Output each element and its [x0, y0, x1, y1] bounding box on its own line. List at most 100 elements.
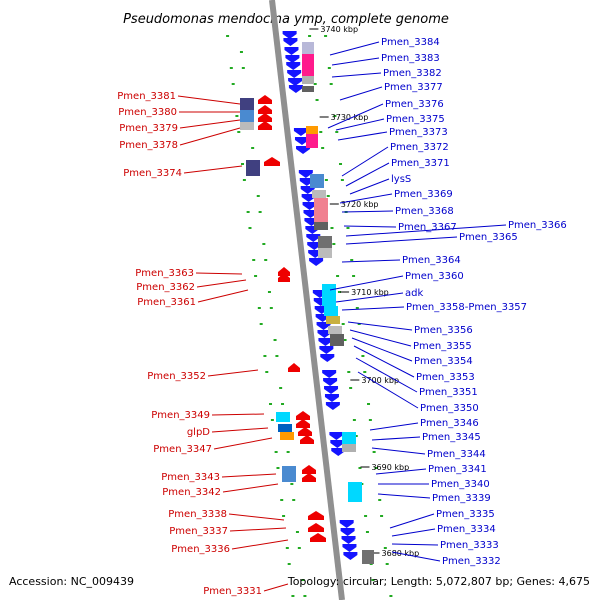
ruler-dot — [262, 243, 266, 245]
ruler-dot — [365, 531, 369, 533]
gene-features — [240, 31, 374, 564]
ruler-dot — [229, 67, 233, 69]
forward-gene-arrow — [285, 55, 300, 63]
reverse-gene-arrow — [264, 157, 280, 166]
ruler-dot — [343, 339, 347, 341]
ruler-dot — [280, 499, 284, 501]
protein-domain-block — [318, 236, 332, 248]
ruler-dot — [254, 275, 258, 277]
forward-gene-arrow — [302, 202, 317, 210]
ruler-dot — [340, 179, 344, 181]
forward-label-leader — [335, 292, 404, 303]
forward-gene-arrow — [298, 170, 313, 178]
forward-gene-label: Pmen_3354 — [414, 356, 473, 367]
reverse-gene-arrow — [258, 95, 272, 104]
forward-gene-label: Pmen_3339 — [432, 493, 491, 504]
forward-label-leader — [347, 321, 413, 331]
reverse-gene-arrow — [302, 465, 316, 474]
reverse-gene-arrow — [258, 105, 272, 114]
ruler-dot — [269, 403, 273, 405]
ruler-dot — [235, 115, 239, 117]
forward-label-leader — [391, 551, 441, 562]
reverse-gene-label: Pmen_3336 — [171, 544, 230, 555]
ruler-dot — [285, 547, 289, 549]
ruler-dot — [335, 131, 339, 133]
forward-gene-label: Pmen_3350 — [420, 403, 479, 414]
forward-gene-arrow — [287, 70, 302, 78]
forward-gene-label: Pmen_3333 — [440, 540, 499, 551]
forward-label-leader — [341, 306, 405, 311]
ruler-dot — [352, 275, 356, 277]
protein-domain-block — [342, 432, 356, 444]
forward-gene-label: Pmen_3334 — [437, 524, 496, 535]
forward-label-leader — [371, 447, 426, 455]
protein-domain-block — [280, 432, 294, 440]
forward-gene-label: Pmen_3360 — [405, 271, 464, 282]
reverse-gene-arrow — [308, 511, 324, 520]
forward-gene-label: Pmen_3340 — [431, 479, 490, 490]
forward-gene-arrow — [318, 338, 333, 346]
forward-label-leader — [391, 528, 436, 537]
ruler-dot — [357, 323, 361, 325]
forward-gene-label: Pmen_3344 — [427, 449, 486, 460]
ruler-dot — [263, 355, 267, 357]
forward-gene-arrow — [325, 402, 340, 410]
ruler-dot — [352, 419, 356, 421]
reverse-gene-arrow — [298, 427, 312, 436]
protein-domain-block — [306, 134, 318, 148]
forward-label-leader — [339, 193, 393, 204]
reverse-gene-arrow — [308, 523, 324, 532]
forward-label-leader — [349, 178, 390, 195]
forward-gene-label: Pmen_3364 — [402, 255, 461, 266]
ruler-dot — [276, 467, 280, 469]
ruler-dot — [358, 467, 362, 469]
ruler-dot — [287, 563, 291, 565]
ruler-dot — [378, 499, 382, 501]
forward-label-leader — [357, 371, 419, 409]
forward-gene-label: Pmen_3371 — [391, 158, 450, 169]
ruler-dot — [239, 51, 243, 53]
reverse-label-leader — [229, 527, 287, 532]
reverse-gene-arrow — [258, 113, 272, 122]
reverse-gene-arrow — [300, 435, 314, 444]
forward-label-leader — [329, 275, 404, 291]
protein-domain-block — [322, 284, 336, 306]
forward-label-leader — [349, 329, 412, 347]
forward-gene-arrow — [284, 47, 299, 55]
ruler-dot — [339, 163, 343, 165]
protein-domain-block — [310, 174, 324, 188]
protein-domain-block — [330, 334, 344, 346]
forward-gene-arrow — [342, 544, 357, 552]
ruler-dot — [389, 595, 393, 597]
ruler-dot — [324, 179, 328, 181]
ruler-dot — [355, 307, 359, 309]
forward-gene-label: Pmen_3373 — [389, 127, 448, 138]
reverse-gene-label: Pmen_3338 — [168, 509, 227, 520]
forward-gene-arrow — [343, 552, 358, 560]
ruler-dot — [275, 355, 279, 357]
forward-label-leader — [377, 493, 431, 499]
forward-gene-arrow — [283, 38, 298, 46]
forward-gene-label: Pmen_3377 — [384, 82, 443, 93]
forward-gene-label: Pmen_3365 — [459, 232, 518, 243]
forward-gene-arrow — [324, 386, 339, 394]
protein-domain-block — [328, 326, 342, 334]
forward-gene-arrow — [319, 346, 334, 354]
forward-gene-label: Pmen_3345 — [422, 432, 481, 443]
accession-text: Accession: NC_009439 — [9, 575, 135, 588]
ruler-dot — [231, 83, 235, 85]
forward-label-leader — [331, 57, 380, 66]
protein-domain-block — [302, 42, 314, 54]
ruler-dot — [237, 131, 241, 133]
reverse-gene-label: Pmen_3363 — [135, 268, 194, 279]
forward-gene-label: Pmen_3368 — [395, 206, 454, 217]
ruler-dot — [371, 579, 375, 581]
forward-gene-arrow — [340, 528, 355, 536]
forward-gene-label: Pmen_3346 — [420, 418, 479, 429]
protein-domain-block — [342, 444, 356, 452]
ruler-dot — [374, 467, 378, 469]
reverse-gene-label: Pmen_3331 — [203, 586, 262, 597]
forward-gene-arrow — [330, 440, 345, 448]
ruler-dot — [308, 35, 312, 37]
